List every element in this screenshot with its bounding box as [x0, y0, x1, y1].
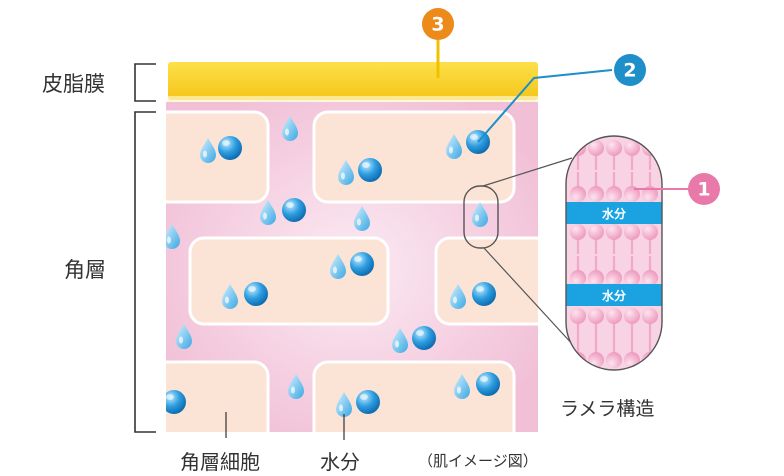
- marker-2-label: 2: [623, 60, 636, 82]
- corneocyte-cell: [166, 360, 270, 432]
- marker-3-label: 3: [431, 14, 444, 36]
- stratum-bracket: [134, 111, 156, 433]
- water-label: 水分: [320, 450, 360, 474]
- corneocyte-cell: [188, 236, 390, 326]
- sebum-bracket: [134, 63, 156, 102]
- corneocyte-cell: [166, 110, 270, 204]
- marker-2-leader: [477, 69, 613, 143]
- sebum-film-layer: [168, 62, 538, 100]
- lamellar-label: ラメラ構造: [560, 398, 655, 420]
- marker-3-badge: 3: [422, 8, 454, 40]
- corneocyte-label: 角層細胞: [180, 450, 260, 474]
- water-ball-icon: [166, 390, 186, 414]
- water-ball-icon: [218, 136, 242, 160]
- zoom-connector-top: [482, 157, 573, 187]
- water-ball-icon: [472, 282, 496, 306]
- water-ball-icon: [412, 326, 436, 350]
- water-ball-icon: [356, 390, 380, 414]
- zoom-region: [463, 185, 499, 249]
- water-ball-icon: [244, 282, 268, 306]
- image-note: （肌イメージ図）: [418, 452, 538, 470]
- stratum-corneum-label: 角層: [64, 258, 106, 282]
- water-layer-label: 水分: [602, 288, 626, 303]
- marker-2-badge: 2: [614, 54, 646, 86]
- water-ball-icon: [476, 372, 500, 396]
- water-ball-icon: [282, 198, 306, 222]
- water-band: [566, 202, 662, 224]
- water-layer-label: 水分: [602, 206, 626, 221]
- marker-1-label: 1: [697, 179, 710, 201]
- water-ball-icon: [350, 252, 374, 276]
- zoom-connector-bottom: [483, 247, 575, 347]
- lamellar-structure: [566, 136, 662, 370]
- marker-1-badge: 1: [688, 173, 720, 205]
- sebum-film-label: 皮脂膜: [42, 72, 105, 96]
- water-ball-icon: [358, 158, 382, 182]
- corneocyte-cell: [312, 110, 516, 204]
- corneocyte-cell: [434, 236, 538, 326]
- water-band: [566, 284, 662, 306]
- lamellar-outline: [565, 135, 663, 371]
- stratum-corneum: [166, 102, 538, 432]
